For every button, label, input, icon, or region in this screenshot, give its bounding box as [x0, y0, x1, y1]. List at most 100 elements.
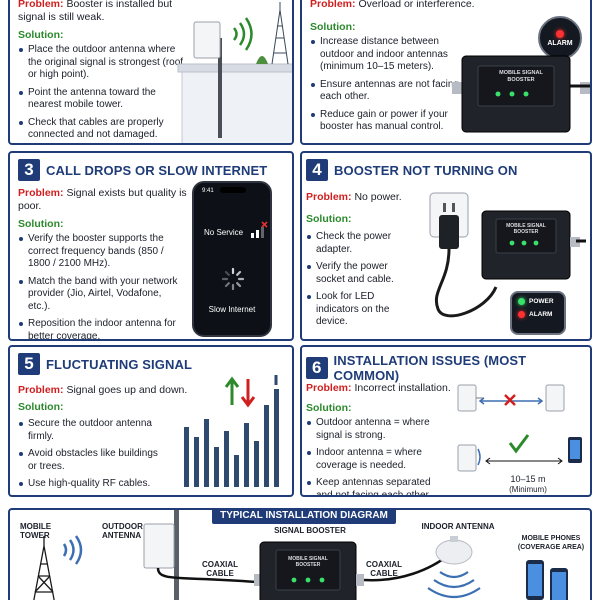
panel-title-text: BOOSTER NOT TURNING ON [334, 162, 518, 178]
list-item: Look for LED indicators on the device. [306, 291, 418, 329]
list-item: Verify the power socket and cable. [306, 261, 418, 286]
power-socket-illustration [429, 192, 586, 318]
check-icon [508, 434, 530, 454]
problem-line: Problem: Incorrect installation. [306, 382, 451, 395]
panel-title: 6 INSTALLATION ISSUES (MOST COMMON) [306, 353, 590, 383]
solution-label: Solution: [306, 402, 352, 414]
problem-text: Booster is installed but signal is still… [18, 0, 173, 23]
mobile-tower-label: MOBILE TOWER [20, 522, 52, 540]
list-item: Match the band with your network provide… [18, 276, 178, 314]
fluctuating-bars-illustration [184, 375, 279, 487]
installation-diagram: TYPICAL INSTALLATION DIAGRAM MOBILE TOWE… [8, 508, 592, 600]
loading-spinner-icon [221, 267, 245, 291]
problem-label: Problem: [18, 0, 64, 10]
panel-title-text: FLUCTUATING SIGNAL [46, 356, 192, 372]
list-item: Keep antennas separated and not facing e… [306, 477, 436, 495]
red-led-icon [556, 29, 564, 38]
solution-list: Secure the outdoor antenna firmly. Avoid… [18, 418, 168, 495]
problem-line: Problem: Booster is installed but signal… [18, 0, 178, 24]
device-label: MOBILE SIGNAL BOOSTER [506, 223, 546, 235]
problem-text: Overload or interference. [358, 0, 475, 10]
phone-notch [220, 187, 246, 193]
panel-title-text: CALL DROPS OR SLOW INTERNET [46, 162, 268, 178]
list-item: Verify the booster supports the correct … [18, 233, 178, 271]
panel-overload: Problem: Overload or interference. Solut… [300, 0, 592, 145]
booster-device-illustration [452, 55, 590, 133]
coaxial-cable-label-2: COAXIAL CABLE [366, 560, 402, 578]
cross-icon [504, 394, 516, 406]
panel-weak-signal: Problem: Booster is installed but signal… [8, 0, 294, 145]
problem-label: Problem: [18, 187, 64, 199]
solution-label: Solution: [18, 29, 64, 41]
no-service-text: No Service [204, 228, 244, 237]
list-item: Increase distance between outdoor and in… [310, 36, 460, 74]
coaxial-cable-label-1: COAXIAL CABLE [202, 560, 238, 578]
panel-title: 3 CALL DROPS OR SLOW INTERNET [18, 159, 267, 181]
problem-text: Signal goes up and down. [66, 384, 188, 396]
alarm-led-row: ALARM [518, 311, 558, 318]
diagram-artwork [33, 510, 568, 600]
outdoor-antenna-house-illustration [177, 2, 292, 143]
slow-internet-text: Slow Internet [208, 305, 256, 314]
solution-label: Solution: [18, 218, 64, 230]
list-item: Check that cables are properly connected… [18, 117, 186, 142]
alarm-label: ALARM [547, 39, 573, 47]
antenna-placement-illustration [457, 384, 582, 472]
problem-label: Problem: [310, 0, 356, 10]
panel-call-drops: 3 CALL DROPS OR SLOW INTERNET Problem: S… [8, 151, 294, 341]
list-item: Secure the outdoor antenna firmly. [18, 418, 168, 443]
device-label: MOBILE SIGNAL BOOSTER [288, 556, 328, 568]
panel-title: 5 FLUCTUATING SIGNAL [18, 353, 192, 375]
solution-label: Solution: [310, 21, 356, 33]
problem-label: Problem: [306, 191, 352, 203]
panel-title-text: INSTALLATION ISSUES (MOST COMMON) [333, 353, 527, 383]
mobile-phones-label: MOBILE PHONES (COVERAGE AREA) [517, 535, 585, 551]
list-item: Check the power adapter. [306, 231, 418, 256]
tower-icon [33, 536, 55, 600]
list-item: Use high-quality RF cables. [18, 478, 168, 491]
panel-number-badge: 4 [306, 159, 328, 181]
green-led-icon [518, 298, 525, 305]
list-item: Reduce gain or power if your booster has… [310, 109, 460, 134]
tower-icon [271, 2, 289, 65]
list-item: Indoor antenna = where coverage is neede… [306, 447, 436, 472]
panel-fluctuating: 5 FLUCTUATING SIGNAL Problem: Signal goe… [8, 345, 294, 497]
list-item: Ensure antennas are not facing each othe… [310, 79, 460, 104]
red-led-icon [518, 311, 525, 318]
power-led-row: POWER [518, 298, 558, 305]
solution-label: Solution: [18, 401, 64, 413]
distance-label: 10–15 m [510, 474, 546, 484]
signal-booster-label: SIGNAL BOOSTER [274, 526, 346, 535]
problem-line: Problem: No power. [306, 191, 402, 204]
problem-text: No power. [354, 191, 402, 203]
panel-title: 4 BOOSTER NOT TURNING ON [306, 159, 517, 181]
phone-time: 9:41 [202, 188, 214, 194]
list-item: Point the antenna toward the nearest mob… [18, 87, 186, 112]
list-item: Avoid obstacles like buildings or trees. [18, 448, 168, 473]
solution-list: Outdoor antenna = where signal is strong… [306, 417, 436, 495]
list-item: Outdoor antenna = where signal is strong… [306, 417, 436, 442]
list-item: Place the outdoor antenna where the orig… [18, 44, 186, 82]
problem-line: Problem: Signal exists but quality is po… [18, 187, 188, 213]
alarm-label: ALARM [529, 311, 553, 318]
solution-list: Check the power adapter. Verify the powe… [306, 231, 418, 334]
panel-number-badge: 3 [18, 159, 40, 181]
distance-note: (Minimum) [509, 485, 547, 494]
solution-label: Solution: [306, 213, 352, 225]
panel-installation-issues: 6 INSTALLATION ISSUES (MOST COMMON) Prob… [300, 345, 592, 497]
problem-text: Signal exists but quality is poor. [18, 187, 187, 212]
problem-line: Problem: Signal goes up and down. [18, 384, 187, 397]
problem-text: Incorrect installation. [354, 382, 451, 394]
solution-list: Increase distance between outdoor and in… [310, 36, 460, 139]
panel-number-badge: 6 [306, 357, 328, 379]
solution-list: Verify the booster supports the correct … [18, 233, 178, 339]
problem-label: Problem: [18, 384, 64, 396]
phone-illustration: 9:41 No Service Slow Internet [192, 181, 272, 337]
solution-list: Place the outdoor antenna where the orig… [18, 44, 186, 143]
panel-number-badge: 5 [18, 353, 40, 375]
panel-not-turning-on: 4 BOOSTER NOT TURNING ON Problem: No pow… [300, 151, 592, 341]
low-signal-icon [251, 221, 268, 238]
problem-line: Problem: Overload or interference. [310, 0, 490, 11]
outdoor-antenna-label: OUTDOOR ANTENNA [102, 522, 143, 540]
indoor-antenna-label: INDOOR ANTENNA [421, 522, 495, 531]
